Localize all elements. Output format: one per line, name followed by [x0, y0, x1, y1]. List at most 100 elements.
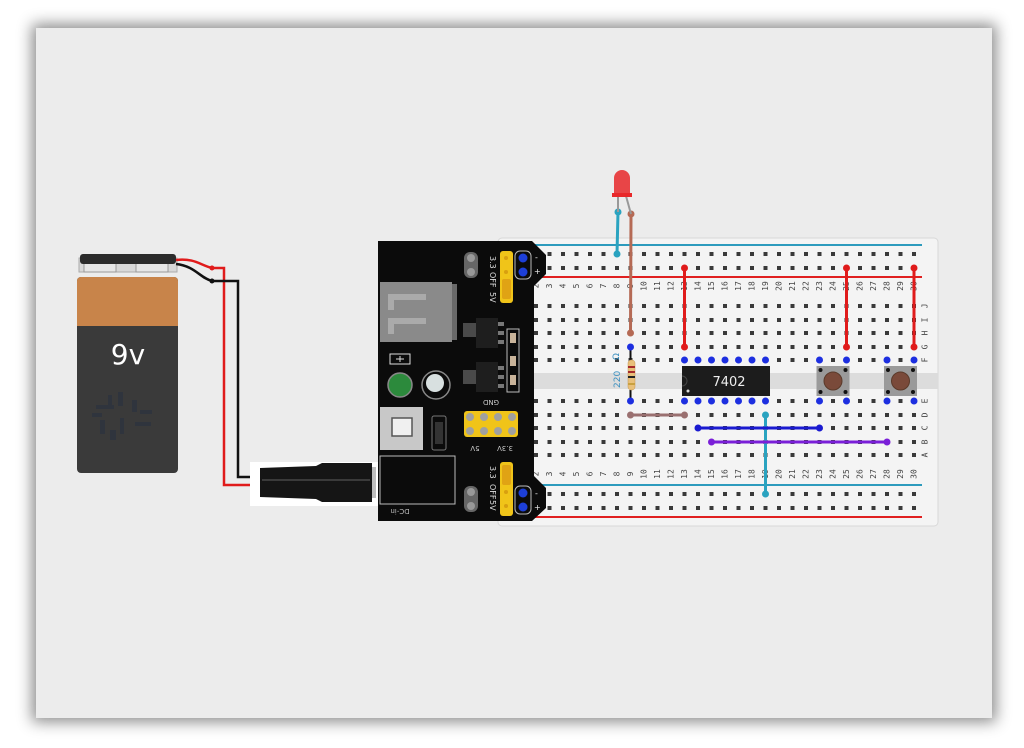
breadboard-hole[interactable]: [831, 399, 835, 403]
breadboard-hole[interactable]: [601, 304, 606, 308]
breadboard-hole[interactable]: [723, 506, 727, 510]
breadboard-hole[interactable]: [615, 426, 619, 430]
breadboard-hole[interactable]: [588, 345, 592, 349]
breadboard-hole[interactable]: [669, 318, 673, 322]
breadboard-hole[interactable]: [831, 453, 835, 457]
breadboard-hole[interactable]: [547, 358, 552, 362]
breadboard-hole[interactable]: [750, 492, 754, 496]
breadboard-hole[interactable]: [831, 413, 835, 417]
breadboard-hole[interactable]: [547, 453, 552, 457]
breadboard-hole[interactable]: [655, 252, 660, 256]
breadboard-hole[interactable]: [574, 266, 579, 270]
breadboard-hole[interactable]: [588, 358, 592, 362]
breadboard-hole[interactable]: [831, 426, 835, 430]
breadboard-hole[interactable]: [817, 266, 822, 270]
breadboard-hole[interactable]: [912, 252, 916, 256]
breadboard-hole[interactable]: [723, 331, 727, 335]
breadboard-hole[interactable]: [817, 453, 822, 457]
breadboard-hole[interactable]: [655, 440, 660, 444]
breadboard-hole[interactable]: [642, 506, 646, 510]
breadboard-hole[interactable]: [628, 440, 633, 444]
wire-battery-positive[interactable]: [175, 258, 254, 487]
breadboard-hole[interactable]: [777, 506, 781, 510]
breadboard-hole[interactable]: [561, 453, 565, 457]
breadboard-hole[interactable]: [669, 266, 673, 270]
breadboard-hole[interactable]: [655, 331, 660, 335]
breadboard-hole[interactable]: [844, 426, 849, 430]
breadboard-hole[interactable]: [750, 506, 754, 510]
breadboard-hole[interactable]: [871, 318, 876, 322]
breadboard-hole[interactable]: [858, 492, 862, 496]
breadboard-hole[interactable]: [615, 506, 619, 510]
breadboard-hole[interactable]: [790, 331, 795, 335]
breadboard-hole[interactable]: [898, 304, 903, 308]
breadboard-hole[interactable]: [696, 266, 700, 270]
breadboard-hole[interactable]: [885, 304, 889, 308]
breadboard-hole[interactable]: [777, 266, 781, 270]
breadboard-hole[interactable]: [804, 331, 808, 335]
breadboard-hole[interactable]: [871, 358, 876, 362]
breadboard-hole[interactable]: [561, 358, 565, 362]
breadboard-hole[interactable]: [696, 318, 700, 322]
wire-battery-negative[interactable]: [175, 262, 254, 479]
breadboard-hole[interactable]: [615, 492, 619, 496]
breadboard-hole[interactable]: [736, 413, 741, 417]
breadboard-hole[interactable]: [871, 413, 876, 417]
breadboard-hole[interactable]: [912, 413, 916, 417]
breadboard-hole[interactable]: [601, 318, 606, 322]
breadboard-hole[interactable]: [871, 453, 876, 457]
breadboard-hole[interactable]: [871, 492, 876, 496]
breadboard-hole[interactable]: [831, 252, 835, 256]
breadboard-hole[interactable]: [777, 492, 781, 496]
breadboard-hole[interactable]: [763, 252, 768, 256]
dc-barrel-plug[interactable]: [250, 462, 378, 506]
breadboard-hole[interactable]: [534, 413, 538, 417]
breadboard-hole[interactable]: [696, 453, 700, 457]
breadboard-hole[interactable]: [858, 318, 862, 322]
breadboard-hole[interactable]: [898, 331, 903, 335]
breadboard-hole[interactable]: [615, 413, 619, 417]
breadboard-hole[interactable]: [736, 453, 741, 457]
breadboard-hole[interactable]: [844, 453, 849, 457]
breadboard-hole[interactable]: [844, 252, 849, 256]
power-module[interactable]: DC-in GND 5V 3.3V 3.3 OFF 5V - + 3.3 OFF…: [378, 241, 546, 521]
breadboard-hole[interactable]: [817, 318, 822, 322]
breadboard-hole[interactable]: [871, 304, 876, 308]
breadboard-hole[interactable]: [655, 399, 660, 403]
breadboard-hole[interactable]: [588, 506, 592, 510]
breadboard-hole[interactable]: [790, 266, 795, 270]
breadboard-hole[interactable]: [709, 331, 714, 335]
breadboard-hole[interactable]: [750, 266, 754, 270]
breadboard-hole[interactable]: [655, 506, 660, 510]
breadboard-hole[interactable]: [601, 358, 606, 362]
breadboard-hole[interactable]: [898, 399, 903, 403]
breadboard-hole[interactable]: [561, 440, 565, 444]
push-button-1[interactable]: [816, 366, 850, 396]
breadboard-hole[interactable]: [804, 266, 808, 270]
breadboard-hole[interactable]: [628, 506, 633, 510]
breadboard-hole[interactable]: [750, 413, 754, 417]
wire-led-cathode-gnd[interactable]: [615, 210, 620, 256]
breadboard-hole[interactable]: [817, 413, 822, 417]
breadboard-hole[interactable]: [858, 506, 862, 510]
breadboard-hole[interactable]: [831, 304, 835, 308]
breadboard-hole[interactable]: [804, 399, 808, 403]
breadboard-hole[interactable]: [817, 345, 822, 349]
breadboard-hole[interactable]: [547, 506, 552, 510]
breadboard-hole[interactable]: [858, 426, 862, 430]
breadboard-hole[interactable]: [831, 358, 835, 362]
breadboard-hole[interactable]: [777, 358, 781, 362]
breadboard-hole[interactable]: [777, 345, 781, 349]
breadboard-hole[interactable]: [709, 266, 714, 270]
breadboard-hole[interactable]: [655, 345, 660, 349]
power-header-pins[interactable]: [464, 411, 518, 437]
breadboard-hole[interactable]: [912, 426, 916, 430]
breadboard-hole[interactable]: [669, 345, 673, 349]
breadboard-hole[interactable]: [898, 506, 903, 510]
breadboard-hole[interactable]: [547, 318, 552, 322]
breadboard-hole[interactable]: [777, 304, 781, 308]
breadboard-hole[interactable]: [601, 252, 606, 256]
breadboard-hole[interactable]: [547, 266, 552, 270]
breadboard-hole[interactable]: [642, 358, 646, 362]
breadboard-hole[interactable]: [574, 440, 579, 444]
